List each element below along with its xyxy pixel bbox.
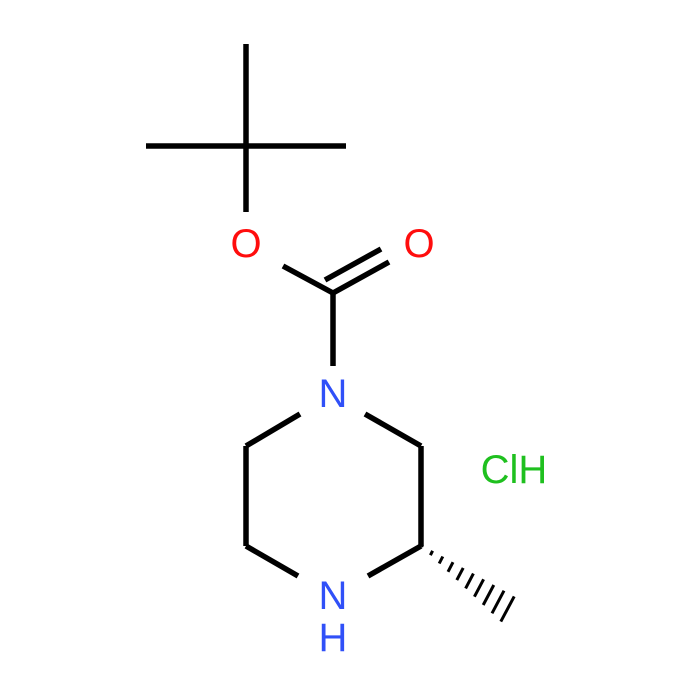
bond-ring-c-top-left-n1 — [244, 411, 302, 449]
atom-label-carbonyl-oxygen: O — [403, 222, 434, 266]
salt-label-hydrogen-chloride: ClH — [481, 448, 548, 492]
atom-label-ring-nitrogen-4: N — [319, 574, 348, 618]
bond-ring-n1-c-right — [363, 411, 423, 449]
atom-label-ester-oxygen: O — [230, 222, 261, 266]
bond-carbonyl-double-a — [331, 259, 391, 296]
bond-ring-n4-c-bottom-left — [244, 543, 300, 579]
atom-label-amine-hydrogen: H — [319, 616, 348, 660]
bond-ester-oxygen-carbonyl — [281, 263, 335, 296]
bond-stereo-hashed-wedge — [420, 544, 516, 623]
bond-carbonyl-double-b — [323, 246, 383, 283]
bond-ring-c-stereo-n4 — [366, 543, 423, 579]
atom-label-ring-nitrogen-1: N — [319, 372, 348, 416]
